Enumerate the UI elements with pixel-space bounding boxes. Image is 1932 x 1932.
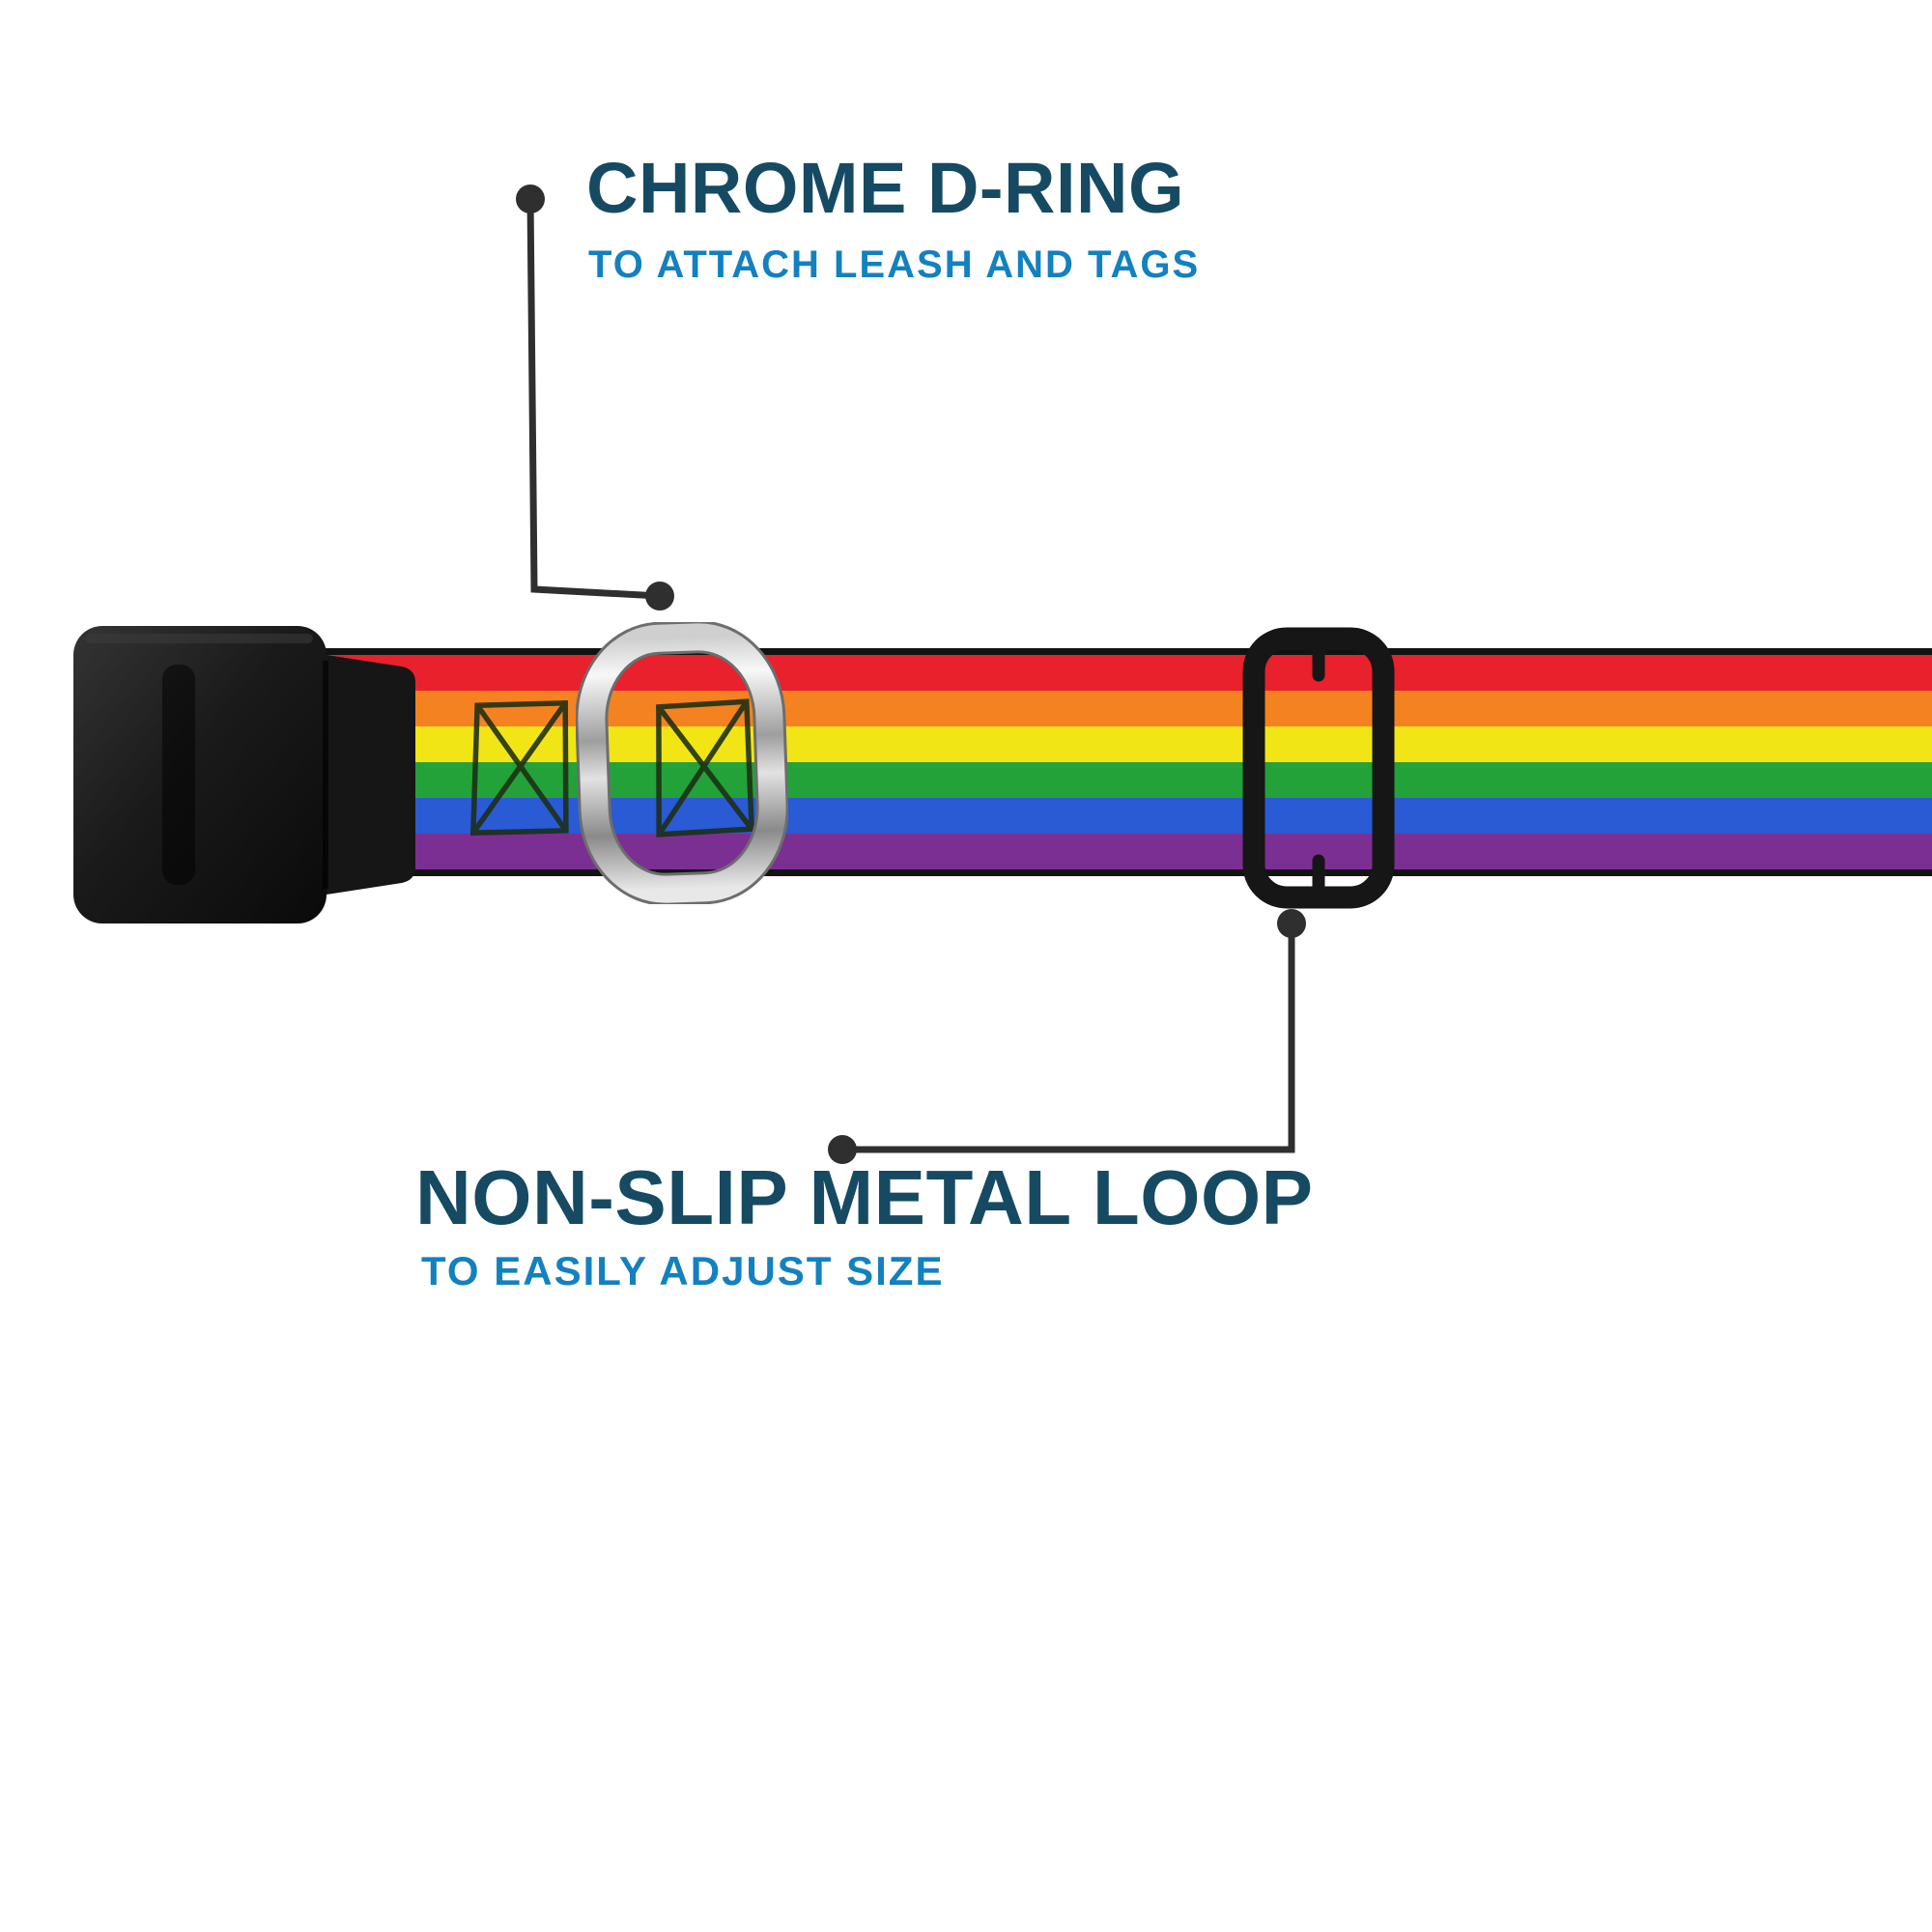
- callout-subtitle-metal-loop: TO EASILY ADJUST SIZE: [421, 1248, 945, 1293]
- stripe-red: [290, 655, 1932, 691]
- callout-title-d-ring: CHROME D-RING: [586, 148, 1185, 228]
- callout-line-metal-loop: [842, 923, 1295, 1153]
- callout-subtitle-d-ring: TO ATTACH LEASH AND TAGS: [588, 243, 1201, 286]
- stripe-yellow: [290, 726, 1932, 762]
- callout-dot: [1277, 909, 1306, 938]
- stripe-blue: [290, 798, 1932, 834]
- stripe-purple: [290, 834, 1932, 869]
- callout-dot: [516, 185, 545, 213]
- callout-dot: [645, 582, 674, 611]
- callout-title-metal-loop: NON-SLIP METAL LOOP: [415, 1154, 1314, 1240]
- collar-band: [290, 648, 1932, 876]
- stripe-green: [290, 762, 1932, 798]
- stripe-orange: [290, 691, 1932, 726]
